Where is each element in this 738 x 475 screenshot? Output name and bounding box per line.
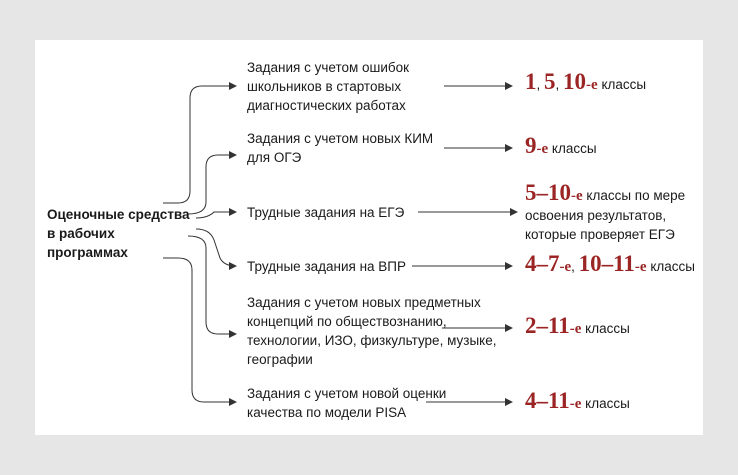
branch-label: Трудные задания на ВПР (247, 259, 407, 274)
branch-label: Задания с учетом новой оценки качества п… (247, 386, 447, 420)
result-text: классы (646, 259, 695, 274)
grade-number: 10–11 (578, 251, 635, 276)
grade-number: 1 (525, 69, 537, 94)
branch-result: 4–11-е классы (525, 388, 695, 414)
branch-label: Задания с учетом новых КИМ для ОГЭ (247, 131, 434, 165)
root-node-label: Оценочные средства в рабочих программах (47, 207, 190, 260)
branch-label: Трудные задания на ЕГЭ (247, 205, 405, 220)
branch-result: 9-е классы (525, 133, 695, 159)
grade-number: 10 (563, 69, 587, 94)
grade-number: 5–10 (525, 180, 571, 205)
result-text: классы (581, 321, 630, 336)
grade-number: -е (569, 396, 582, 412)
branch-label: Задания с учетом новых предметных концеп… (247, 295, 497, 367)
grade-number: 4–11 (525, 388, 570, 413)
grade-number: 5 (544, 69, 556, 94)
branch-result: 2–11-е классы (525, 313, 695, 339)
grade-number: 4–7 (525, 251, 560, 276)
result-text: , (555, 77, 564, 92)
result-text: классы (581, 396, 630, 411)
grade-number: 2–11 (525, 313, 570, 338)
result-text: классы (548, 141, 597, 156)
branch-result: 4–7-е, 10–11-е классы (525, 251, 705, 277)
grade-number: -е (569, 321, 582, 337)
result-text: классы по мере освоения результатов, кот… (525, 188, 686, 242)
branch-result: 5–10-е классы по мере освоения результат… (525, 180, 705, 244)
grade-number: 9 (525, 133, 537, 158)
grade-number: -е (559, 259, 572, 275)
branch-result: 1, 5, 10-е классы (525, 69, 695, 95)
diagram-card (35, 40, 703, 435)
grade-number: -е (586, 77, 598, 93)
result-text: , (571, 259, 579, 274)
result-text: , (536, 77, 545, 92)
result-text: классы (597, 77, 647, 92)
branch-label: Задания с учетом ошибок школьников в ста… (247, 60, 410, 113)
grade-number: -е (634, 259, 647, 275)
grade-number: -е (571, 188, 583, 204)
grade-number: -е (536, 141, 549, 157)
